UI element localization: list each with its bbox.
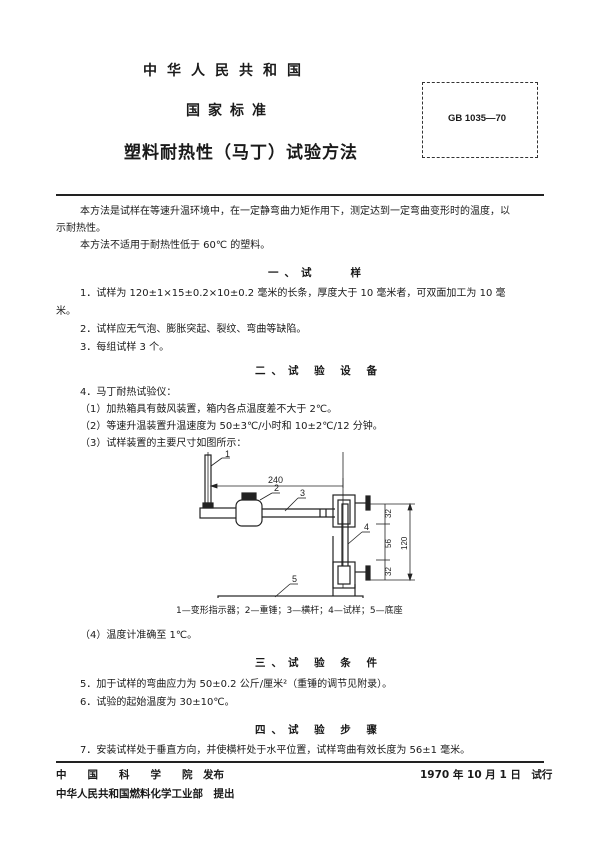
- equipment-item-4-1: （1）加热箱具有鼓风装置，箱内各点温度差不大于 2℃。: [80, 404, 338, 415]
- conditions-item-5: 5．加于试样的弯曲应力为 50±0.2 公斤/厘米²（重锤的调节见附录）。: [80, 679, 393, 690]
- standard-code-box: [422, 82, 538, 158]
- intro-line-3: 本方法不适用于耐热性低于 60℃ 的塑料。: [80, 240, 271, 251]
- section-title-procedure: 四、试 验 步 骤: [255, 724, 383, 736]
- dim-120: 120: [400, 536, 409, 550]
- conditions-item-6: 6．试验的起始温度为 30±10℃。: [80, 697, 235, 708]
- specimen-item-1-cont: 米。: [56, 306, 76, 317]
- standard-code: GB 1035—70: [448, 113, 507, 124]
- equipment-item-4-3: （3）试样装置的主要尺寸如图所示：: [80, 438, 247, 449]
- label-2: 2: [274, 483, 279, 493]
- apparatus-diagram: 1 2 3 4 5 240 32 56 32 120: [199, 449, 415, 598]
- specimen-item-1: 1．试样为 120±1×15±0.2×10±0.2 毫米的长条，厚度大于 10 …: [80, 288, 506, 299]
- header-divider: [56, 194, 544, 196]
- proposer: 中华人民共和国燃料化学工业部 提出: [56, 788, 235, 800]
- dim-bottom-32: 32: [384, 567, 393, 576]
- section-title-specimen: 一、试 样: [268, 267, 367, 279]
- section-title-equipment: 二、试 验 设 备: [255, 365, 383, 377]
- country-name: 中华人民共和国: [143, 63, 311, 79]
- effective-date: 1970 年 10 月 1 日 试行: [420, 769, 553, 781]
- footer-divider: [56, 761, 544, 763]
- equipment-item-4-4: （4）温度计准确至 1℃。: [80, 630, 198, 641]
- standard-type: 国家标准: [186, 103, 274, 119]
- specimen-item-2: 2．试样应无气泡、膨胀突起、裂纹、弯曲等缺陷。: [80, 324, 307, 335]
- section-title-conditions: 三、试 验 条 件: [255, 657, 383, 669]
- dim-56: 56: [384, 539, 393, 548]
- label-5: 5: [292, 574, 297, 584]
- specimen-item-3: 3．每组试样 3 个。: [80, 342, 170, 353]
- label-4: 4: [364, 522, 369, 532]
- procedure-item-7: 7．安装试样处于垂直方向，并使横杆处于水平位置，试样弯曲有效长度为 56±1 毫…: [80, 745, 471, 756]
- document-title: 塑料耐热性（马丁）试验方法: [124, 143, 358, 163]
- label-1: 1: [225, 449, 230, 459]
- equipment-item-4-2: （2）等速升温装置升温速度为 50±3℃/小时和 10±2℃/12 分钟。: [80, 421, 383, 432]
- dim-240: 240: [268, 475, 283, 485]
- equipment-item-4: 4．马丁耐热试验仪：: [80, 387, 177, 398]
- dim-top-32: 32: [384, 509, 393, 518]
- issuer: 中 国 科 学 院 发布: [56, 769, 224, 781]
- figure-caption: 1—变形指示器；2—重锤；3—横杆；4—试样；5—底座: [176, 606, 403, 616]
- label-3: 3: [300, 488, 305, 498]
- intro-line-2: 示耐热性。: [56, 223, 106, 234]
- intro-line-1: 本方法是试样在等速升温环境中，在一定静弯曲力矩作用下，测定达到一定弯曲变形时的温…: [80, 206, 510, 217]
